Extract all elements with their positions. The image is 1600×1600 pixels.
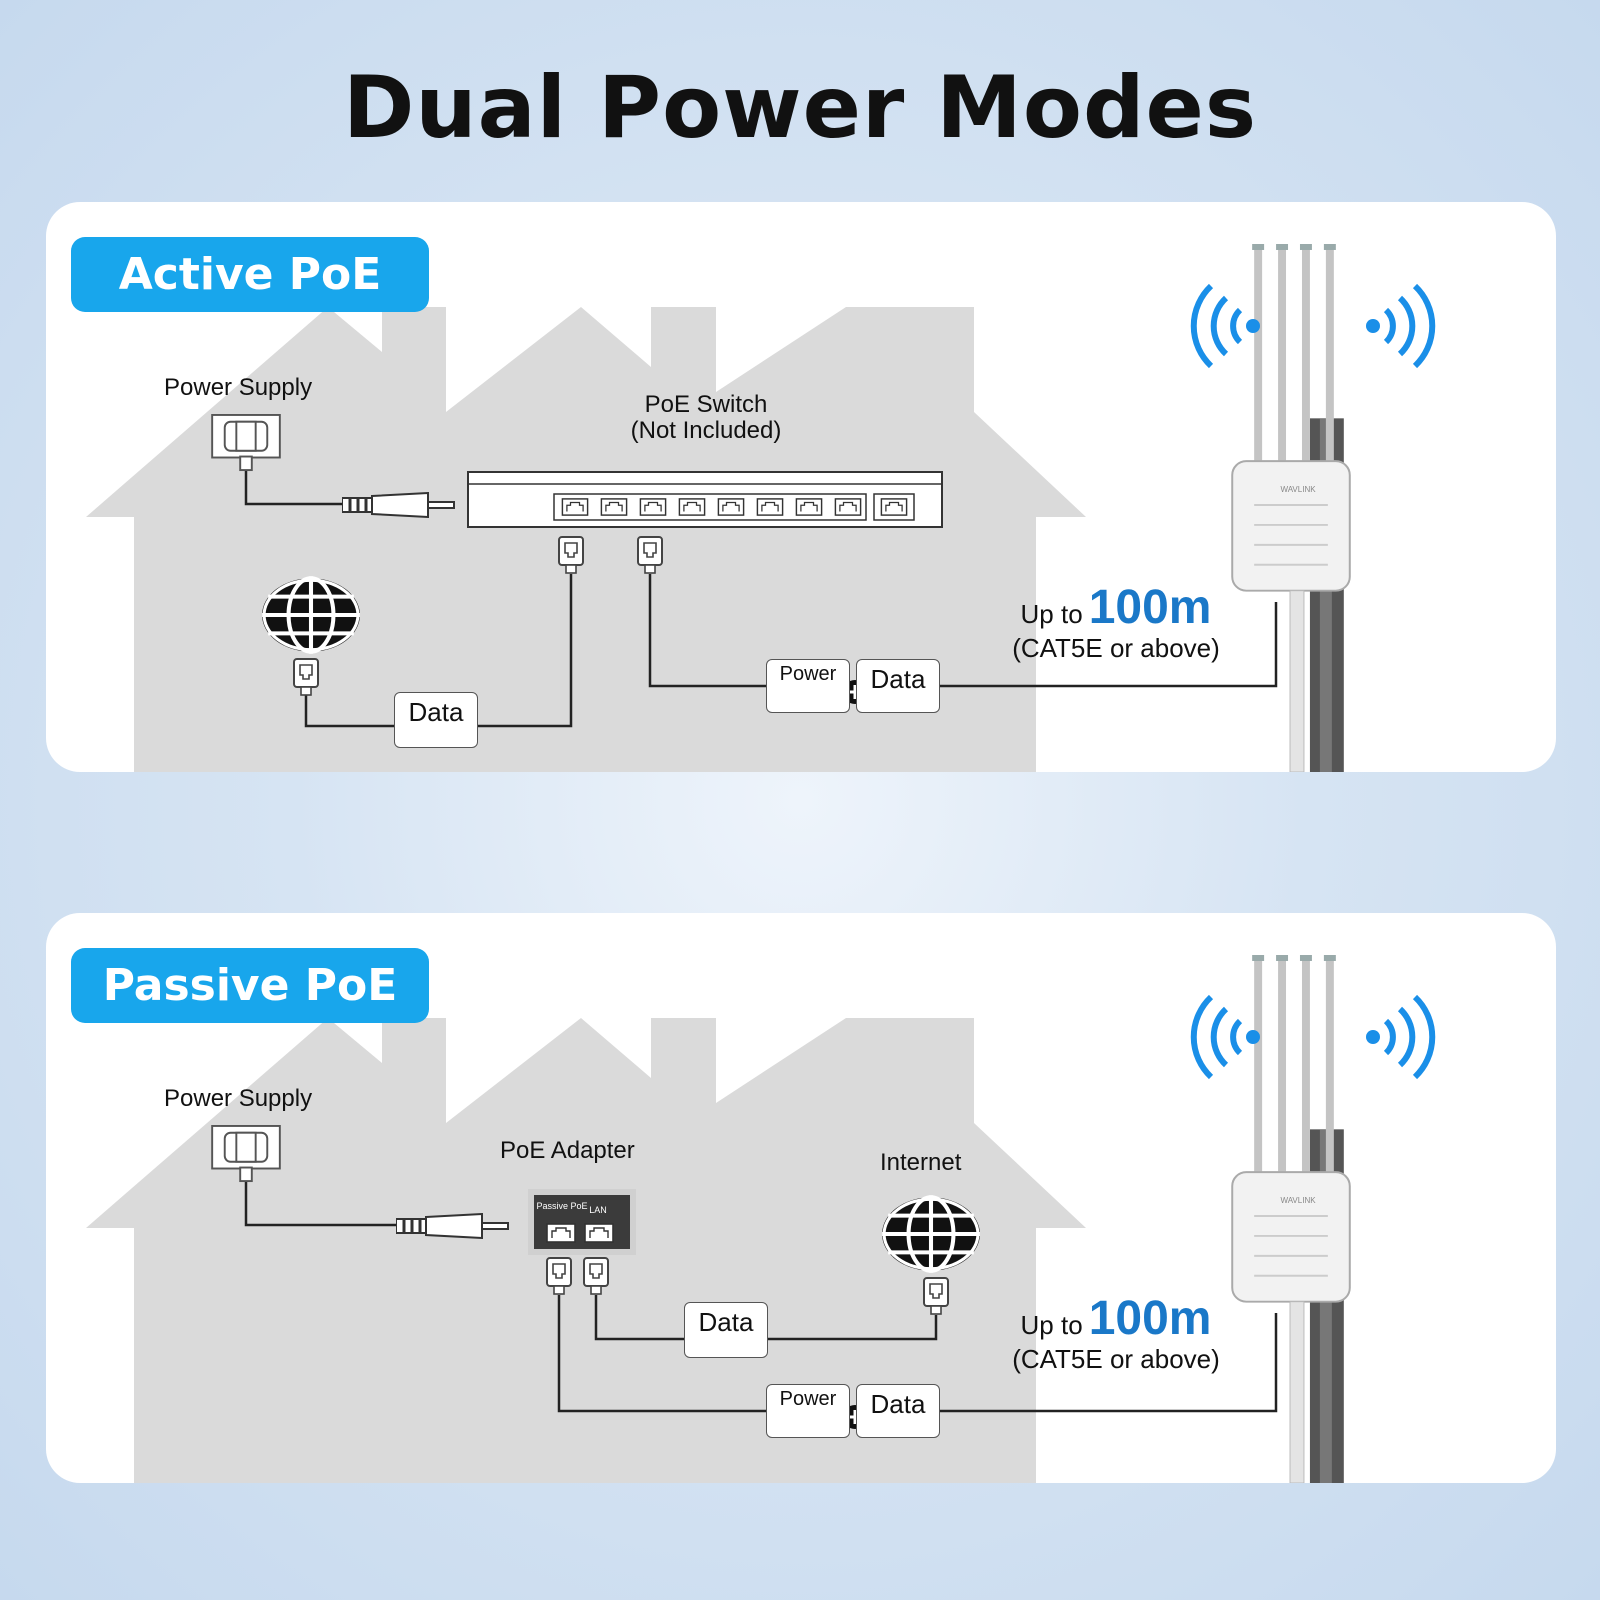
page-title: Dual Power Modes [342,58,1258,158]
distance-value: 100m [1088,581,1212,634]
passive-poe-badge: Passive PoE [71,948,429,1023]
power-tag: Power [766,659,850,713]
passive-poe-diagram: Passive PoE LAN WAVLINK [86,913,1436,1483]
active-poe-diagram: WAVLINK [86,202,1436,772]
poe-switch-note: (Not Included) [630,417,782,444]
ap-brand-label: WAVLINK [1280,1196,1316,1205]
wifi-signal-right-icon [1366,994,1436,1080]
ap-brand-label: WAVLINK [1280,485,1316,494]
power-data-tag: Data [856,1384,940,1438]
poe-adapter-label: PoE Adapter [500,1137,635,1164]
power-supply-label: Power Supply [164,1085,313,1112]
poe-switch-label: PoE Switch (Not Included) [586,392,826,444]
data-tag: Data [394,692,478,748]
cable-requirement: (CAT5E or above) [1012,633,1220,663]
power-supply-label: Power Supply [164,374,313,401]
wifi-signal-left-icon [1190,283,1260,369]
adapter-port-label-poe: Passive PoE [536,1201,587,1211]
wifi-signal-left-icon [1190,994,1260,1080]
passive-poe-panel: Passive PoE LAN WAVLINK [46,913,1556,1483]
data-tag: Data [684,1302,768,1358]
power-data-tag: Data [856,659,940,713]
wifi-signal-right-icon [1366,283,1436,369]
adapter-port-label-lan: LAN [589,1205,607,1215]
internet-label: Internet [880,1149,962,1176]
poe-adapter-icon: Passive PoE LAN [528,1189,636,1255]
distance-value: 100m [1088,1292,1212,1345]
poe-switch-title: PoE Switch [644,391,768,418]
active-poe-badge: Active PoE [71,237,429,312]
power-tag: Power [766,1384,850,1438]
active-poe-panel: WAVLINK Active PoE Power Supply PoE Swit… [46,202,1556,772]
cable-requirement: (CAT5E or above) [1012,1344,1220,1374]
